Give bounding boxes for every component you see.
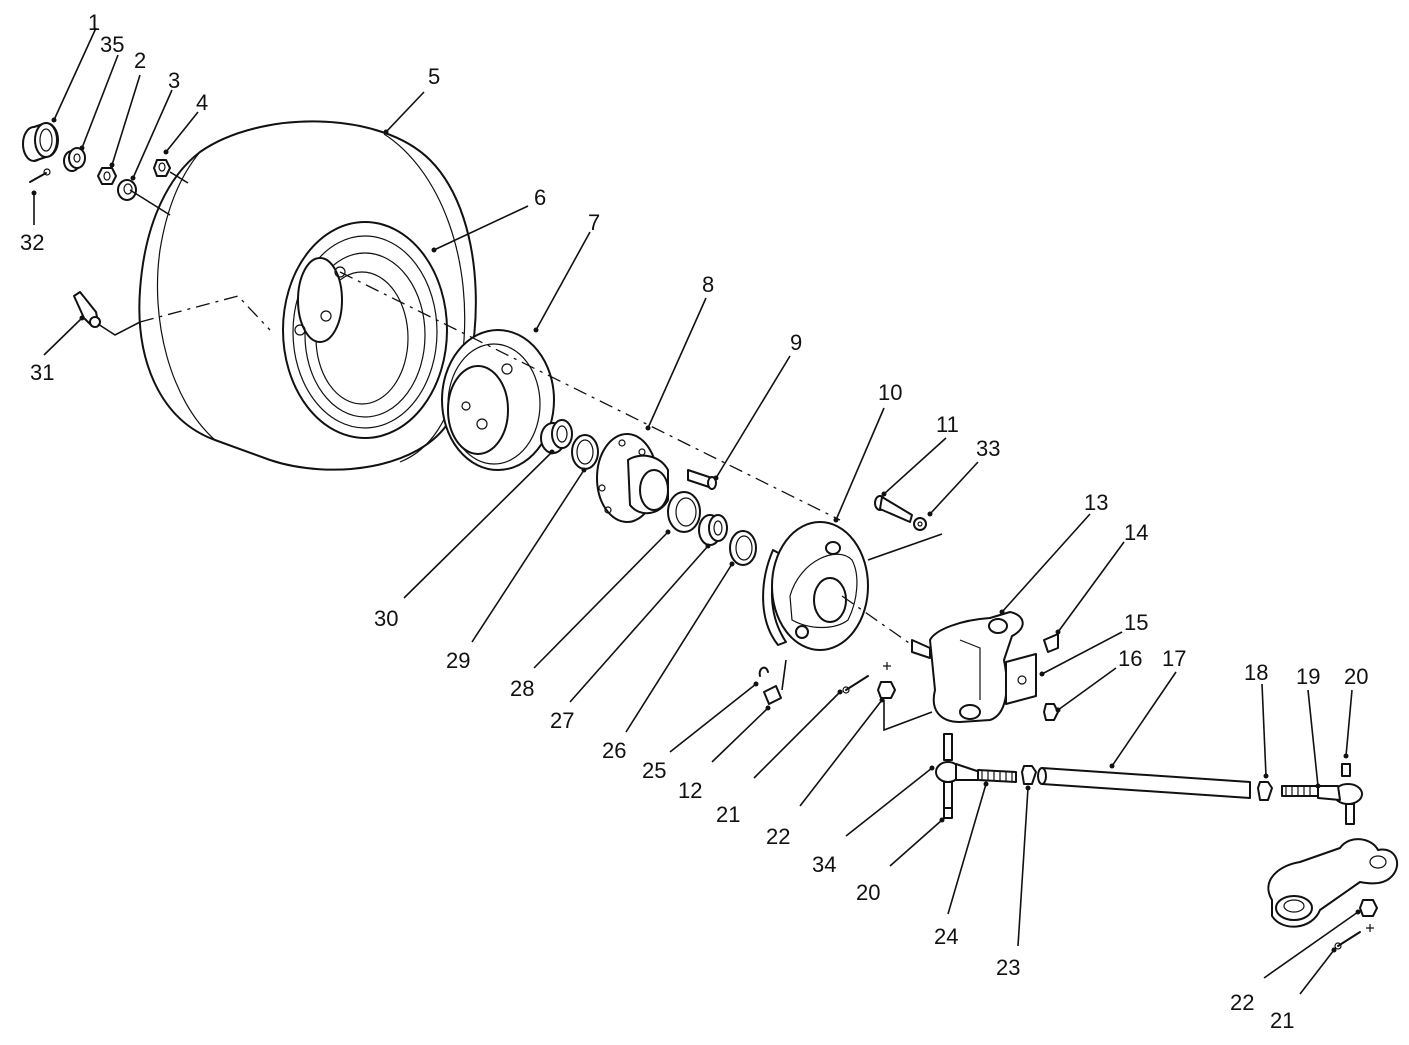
part-20-grease-fitting-top	[1341, 763, 1351, 777]
callout-8: 8	[702, 272, 714, 297]
callout-24: 24	[934, 924, 958, 949]
part-4-nut	[153, 159, 171, 177]
part-15-bracket	[1005, 653, 1037, 705]
part-22-castle-nut	[877, 681, 896, 699]
part-10-brake-assembly	[762, 521, 869, 651]
callout-leaders	[31, 27, 1374, 995]
part-8-hub	[596, 433, 669, 523]
callout-16: 16	[1118, 646, 1142, 671]
callout-21-lower: 21	[1270, 1008, 1294, 1033]
callout-23: 23	[996, 955, 1020, 980]
callout-1: 1	[88, 10, 100, 35]
callout-14: 14	[1124, 520, 1148, 545]
part-7-brake-drum	[441, 329, 555, 471]
part-21-cotter-pin-lower	[1334, 931, 1361, 950]
part-35-castle-nut	[63, 147, 86, 172]
callout-15: 15	[1124, 610, 1148, 635]
part-20-grease-fitting	[943, 807, 953, 819]
part-32-cotter-pin	[29, 168, 51, 183]
callout-12: 12	[678, 778, 702, 803]
part-3-washer	[117, 179, 137, 201]
callout-5: 5	[428, 64, 440, 89]
part-14-clip	[1043, 633, 1059, 653]
part-25-spring-clip	[758, 666, 769, 677]
callout-7: 7	[588, 210, 600, 235]
part-29-bearing-cup	[571, 434, 599, 470]
callout-2: 2	[134, 48, 146, 73]
callout-27: 27	[550, 708, 574, 733]
callout-30: 30	[374, 606, 398, 631]
callout-28: 28	[510, 676, 534, 701]
callout-18: 18	[1244, 660, 1268, 685]
part-27-bearing-cone	[698, 514, 728, 546]
callout-19: 19	[1296, 664, 1320, 689]
callout-34: 34	[812, 852, 836, 877]
part-22-castle-nut-lower	[1359, 899, 1378, 917]
callout-33: 33	[976, 436, 1000, 461]
steering-arm	[1267, 838, 1399, 928]
callout-3: 3	[168, 68, 180, 93]
part-23-jam-nut	[1021, 765, 1037, 785]
assembly-lines	[97, 171, 943, 732]
part-19-tie-rod-end	[1281, 783, 1363, 825]
part-11-bolt	[874, 495, 913, 523]
part-12-adjuster	[763, 685, 782, 705]
part-30-bearing-cone	[540, 419, 573, 454]
part-33-lock-washer	[913, 517, 927, 531]
callout-22-upper: 22	[766, 824, 790, 849]
part-1-hub-cap	[22, 122, 59, 162]
callout-6: 6	[534, 185, 546, 210]
part-16-nut	[1043, 703, 1059, 721]
part-13-spindle	[911, 611, 1024, 723]
callout-20-top: 20	[1344, 664, 1368, 689]
part-2-nut	[97, 167, 117, 185]
callout-labels: 1 35 2 3 4 5 32 6 7 31 8 9 10 11 33 13 1…	[20, 10, 1368, 1033]
callout-31: 31	[30, 360, 54, 385]
callout-9: 9	[790, 330, 802, 355]
part-21-cotter-pin	[842, 675, 869, 694]
callout-22-lower: 22	[1230, 990, 1254, 1015]
callout-4: 4	[196, 90, 208, 115]
part-26-seal	[729, 530, 757, 566]
part-24-threaded-rod	[977, 769, 1017, 783]
callout-35: 35	[100, 32, 124, 57]
callout-10: 10	[878, 380, 902, 405]
callout-29: 29	[446, 648, 470, 673]
part-9-wheel-bolt	[687, 469, 717, 490]
part-18-jam-nut	[1257, 781, 1273, 801]
callout-20-lower: 20	[856, 880, 880, 905]
callout-11: 11	[936, 412, 959, 437]
part-6-rim	[282, 221, 448, 439]
part-28-bearing-cup	[667, 491, 701, 533]
callout-25: 25	[642, 758, 666, 783]
part-34-tie-rod-end	[935, 733, 981, 813]
callout-26: 26	[602, 738, 626, 763]
callout-21-upper: 21	[716, 802, 740, 827]
callout-17: 17	[1162, 646, 1186, 671]
callout-32: 32	[20, 230, 44, 255]
callout-13: 13	[1084, 490, 1108, 515]
part-17-tie-rod-tube	[1037, 767, 1251, 799]
